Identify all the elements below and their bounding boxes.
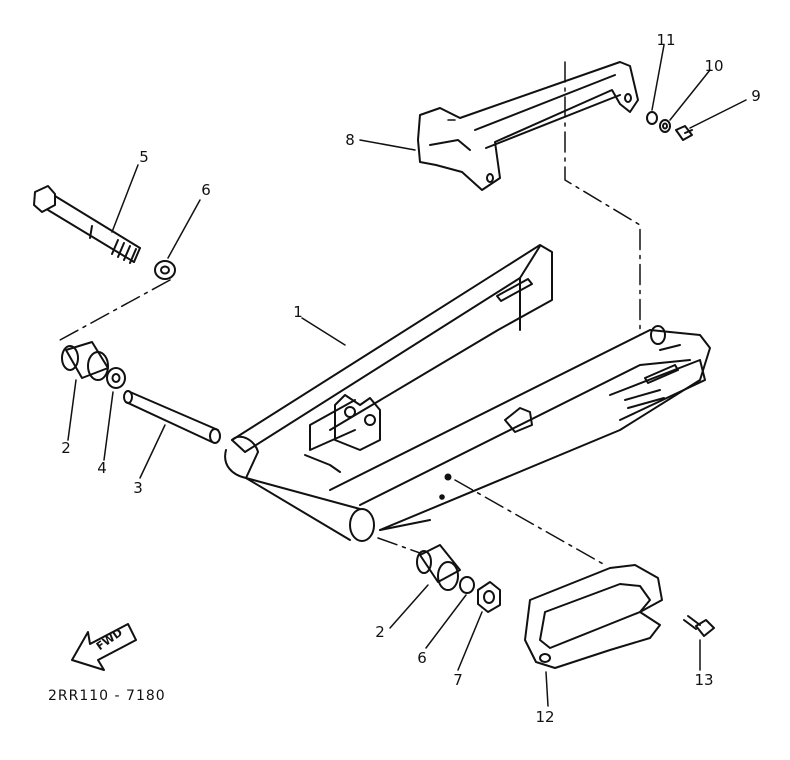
- washer-lower: [460, 577, 474, 593]
- pivot-bolt: [34, 186, 140, 263]
- callout-10: 10: [704, 57, 724, 75]
- callout-8: 8: [345, 131, 355, 149]
- swingarm: [225, 245, 710, 541]
- fwd-arrow-icon: [72, 624, 136, 670]
- nut-7: [478, 582, 500, 612]
- callout-13: 13: [694, 671, 714, 689]
- fastener-set-top: [647, 112, 692, 140]
- bush-lower: [417, 545, 460, 590]
- washer-upper: [155, 261, 175, 279]
- callout-7: 7: [453, 671, 463, 689]
- document-code: 2RR110 - 7180: [48, 688, 166, 704]
- bush-left: [62, 342, 108, 380]
- callout-2-left: 2: [61, 439, 71, 457]
- callout-1: 1: [293, 303, 303, 321]
- callout-11: 11: [656, 31, 676, 49]
- bolt-13: [684, 616, 714, 636]
- chain-guide: [418, 62, 638, 190]
- leader-lines: [68, 45, 746, 706]
- callout-12: 12: [535, 708, 555, 726]
- callout-6-upper: 6: [201, 181, 211, 199]
- callout-3: 3: [133, 479, 143, 497]
- assembly-lines: [60, 62, 640, 565]
- washer-4: [107, 368, 125, 388]
- collar-tube: [124, 391, 220, 443]
- callout-4: 4: [97, 459, 107, 477]
- callout-2-lower: 2: [375, 623, 385, 641]
- callout-6-lower: 6: [417, 649, 427, 667]
- chain-case: [525, 565, 662, 668]
- callout-5: 5: [139, 148, 149, 166]
- callout-9: 9: [751, 87, 761, 105]
